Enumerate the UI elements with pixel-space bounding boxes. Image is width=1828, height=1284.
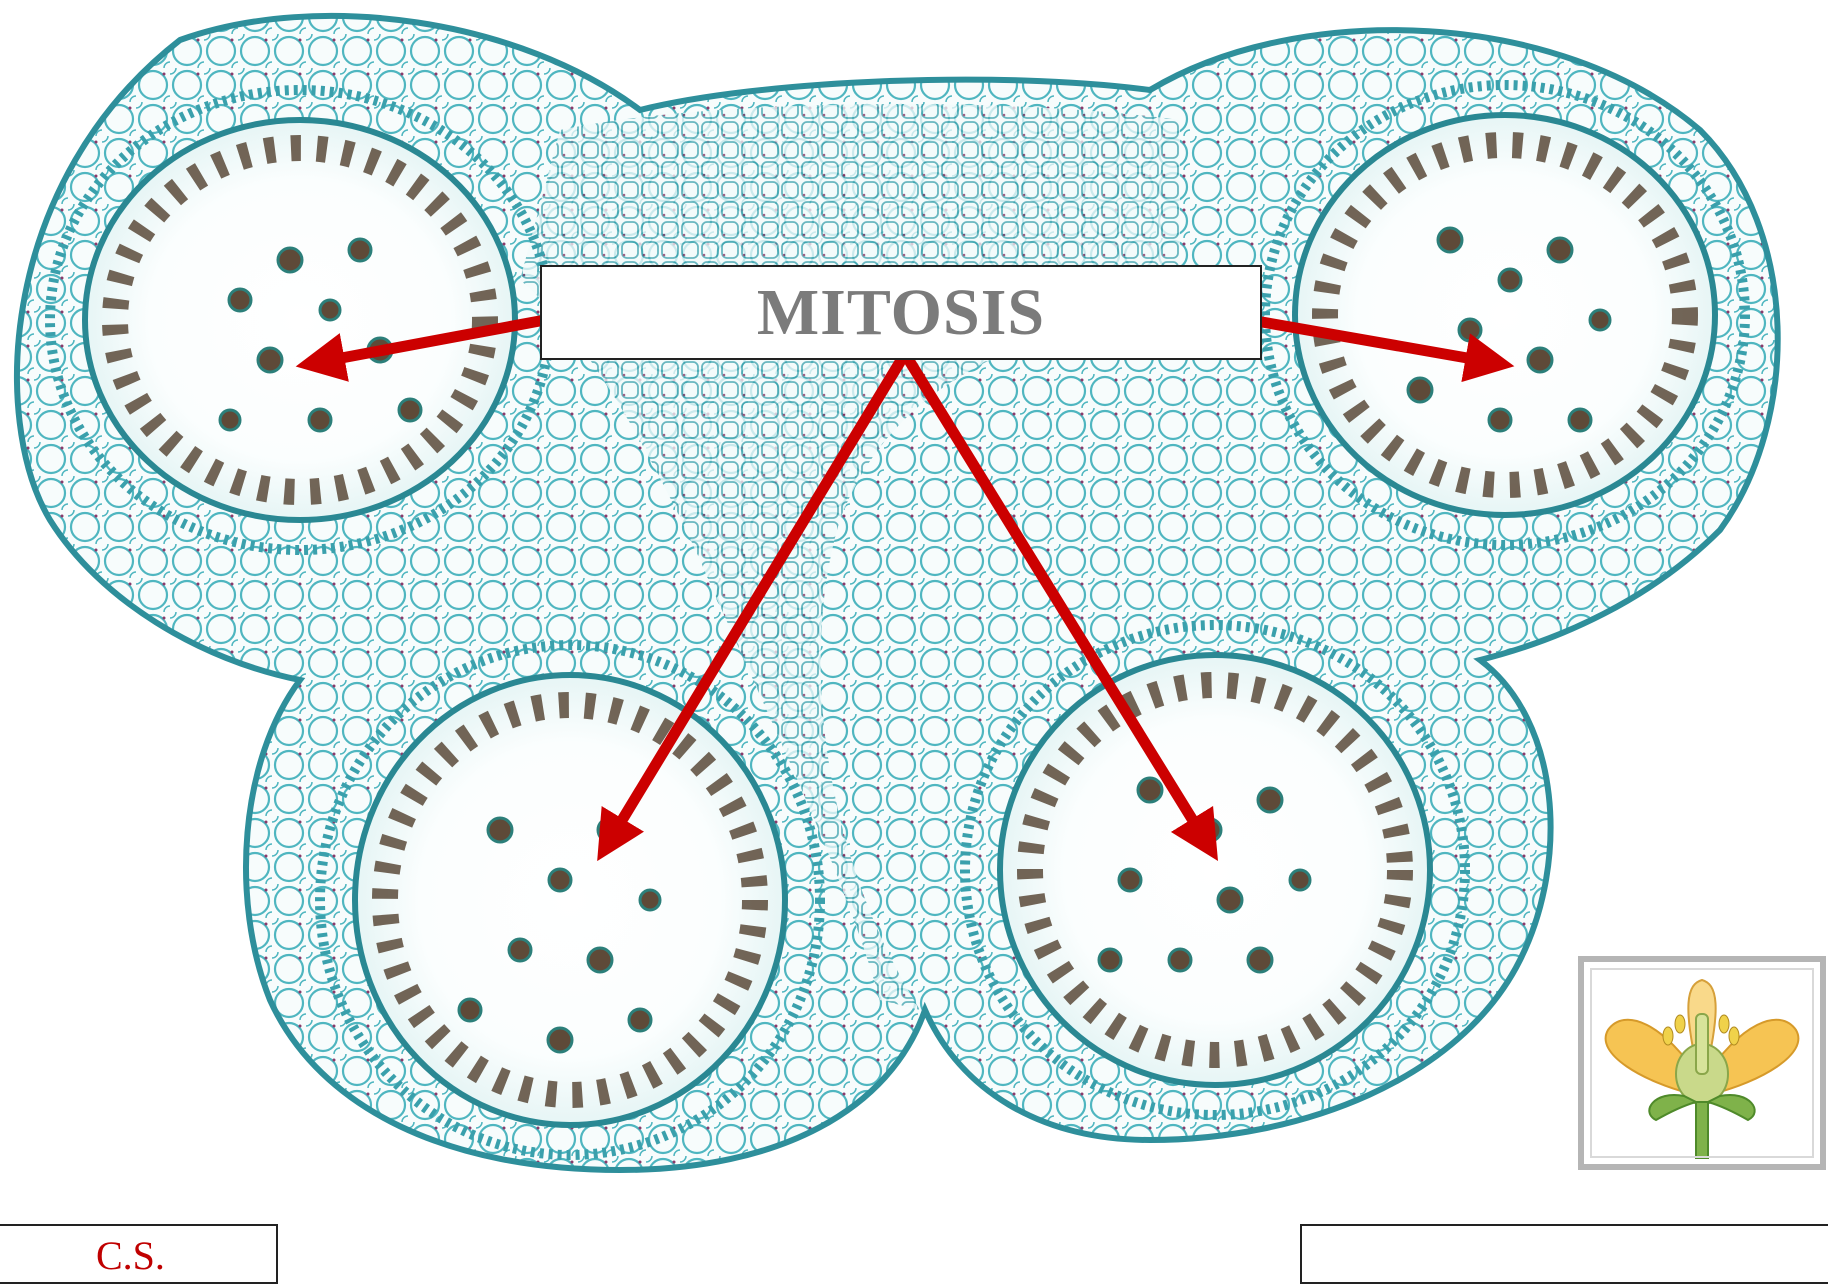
mitosis-label-text: MITOSIS (757, 275, 1045, 351)
flower-inset (1578, 956, 1826, 1170)
mitosis-label: MITOSIS (540, 265, 1262, 360)
caption-left-text: C.S. (96, 1232, 165, 1279)
pollen-sac-top-left (50, 90, 550, 550)
flower-icon (1584, 962, 1820, 1164)
caption-right-box (1300, 1224, 1828, 1284)
caption-left-box: C.S. (0, 1224, 278, 1284)
